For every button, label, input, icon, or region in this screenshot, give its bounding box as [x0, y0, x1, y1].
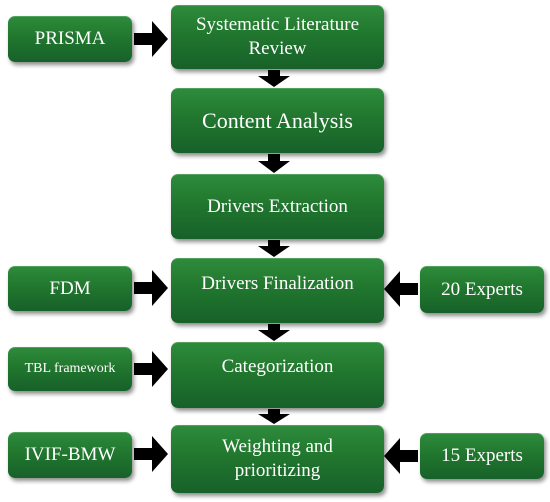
weighting-label: Weighting and prioritizing — [222, 436, 333, 481]
drivers-extraction-label: Drivers Extraction — [207, 195, 348, 217]
tbl-framework-label: TBL framework — [24, 361, 116, 377]
drivers-extraction-box: Drivers Extraction — [171, 174, 384, 239]
arrow-prisma-to-review — [134, 21, 168, 57]
tbl-framework-box: TBL framework — [8, 347, 132, 391]
prisma-label: PRISMA — [34, 28, 106, 50]
fdm-box: FDM — [8, 266, 132, 311]
arrow-experts15-to-weighting — [384, 438, 418, 474]
prisma-box: PRISMA — [8, 16, 132, 62]
systematic-review-box: Systematic Literature Review — [171, 5, 384, 69]
arrow-experts20-to-finalization — [384, 271, 418, 307]
experts-20-label: 20 Experts — [441, 278, 523, 300]
arrow-extraction-to-finalization — [258, 240, 290, 257]
arrow-ivif-to-weighting — [134, 436, 168, 472]
ivif-bmw-box: IVIF-BMW — [8, 432, 132, 478]
weighting-box: Weighting and prioritizing — [171, 425, 384, 493]
arrow-review-to-content — [258, 70, 290, 87]
content-analysis-label: Content Analysis — [202, 107, 353, 133]
experts-15-box: 15 Experts — [420, 433, 544, 479]
systematic-review-label: Systematic Literature Review — [195, 14, 360, 59]
ivif-bmw-label: IVIF-BMW — [24, 444, 116, 466]
arrow-finalization-to-categorization — [258, 324, 290, 341]
arrow-tbl-to-categorization — [134, 351, 168, 387]
arrow-content-to-extraction — [258, 154, 290, 173]
drivers-finalization-box: Drivers Finalization — [171, 258, 384, 323]
experts-15-label: 15 Experts — [441, 445, 523, 467]
arrow-fdm-to-finalization — [134, 270, 168, 306]
categorization-label: Categorization — [221, 356, 334, 377]
drivers-finalization-label: Drivers Finalization — [201, 273, 354, 294]
fdm-label: FDM — [49, 277, 91, 299]
arrow-categorization-to-weighting — [258, 409, 290, 424]
content-analysis-box: Content Analysis — [171, 88, 384, 153]
categorization-box: Categorization — [171, 342, 384, 408]
experts-20-box: 20 Experts — [420, 266, 544, 313]
